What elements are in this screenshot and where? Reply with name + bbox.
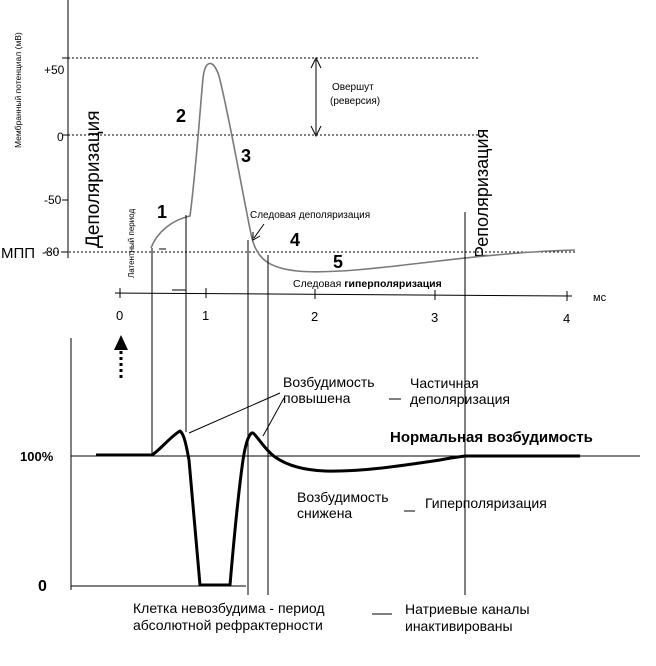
y-axis-title: Мембранный потенциал (мВ) — [13, 32, 23, 148]
time-tick-4: 4 — [563, 311, 570, 326]
tick-label-zero: 0 — [38, 578, 47, 595]
trace-depolarization-pointer — [253, 223, 265, 239]
mpp-label: МПП — [1, 245, 35, 262]
raised-pointer-left — [188, 392, 281, 434]
action-potential-curve — [150, 62, 576, 273]
trace-hyperpolarization-label: Следовая гиперполяризация — [293, 278, 442, 290]
latent-period-label: Латентный период — [127, 209, 136, 278]
overshoot-label: Овершут — [332, 82, 374, 93]
time-tick-3: 3 — [431, 310, 438, 325]
repolarization-title: Реполяризация — [472, 129, 492, 258]
phase-1: 1 — [157, 202, 167, 222]
phase-dividers — [151, 212, 466, 595]
time-unit: мс — [593, 292, 607, 304]
lowered-excitability-label-2: снижена — [297, 505, 352, 521]
phase-4: 4 — [290, 230, 300, 250]
phase-2: 2 — [176, 106, 186, 126]
stimulus-arrowhead — [114, 335, 128, 350]
phase-5: 5 — [333, 252, 343, 272]
partial-depolarization-label-2: деполяризация — [410, 391, 510, 407]
trace-depolarization-label: Следовая деполяризация — [250, 210, 370, 221]
normal-excitability-label: Нормальная возбудимость — [390, 429, 593, 446]
tick-label-minus50: -50 — [44, 193, 62, 207]
excitability-panel: 100% 0 Возбудимость повышена Частичная д… — [20, 338, 640, 634]
raised-excitability-label: Возбудимость — [283, 374, 375, 390]
tick-label-minus80: -80 — [42, 245, 60, 259]
time-tick-2: 2 — [311, 309, 318, 324]
raised-pointer-right — [262, 397, 285, 437]
time-tick-1: 1 — [202, 308, 209, 323]
time-axis — [114, 292, 573, 297]
refractory-label: Клетка невозбудима - период — [133, 600, 325, 616]
overshoot-label-reversion: (реверсия) — [330, 96, 380, 107]
lowered-excitability-label: Возбудимость — [297, 489, 389, 505]
phase-3: 3 — [241, 146, 251, 166]
tick-label-0: 0 — [57, 130, 64, 144]
raised-excitability-label-2: повышена — [283, 390, 351, 406]
refractory-label-2: абсолютной рефрактерности — [133, 617, 323, 633]
time-tick-0: 0 — [116, 308, 123, 323]
depolarization-title: Деполяризация — [83, 111, 104, 249]
excitability-curve — [96, 429, 580, 587]
trace-hyper-bold: гиперполяризация — [344, 278, 442, 290]
membrane-potential-panel: +50 0 -50 -80 МПП Мембранный потенциал (… — [1, 0, 607, 378]
partial-depolarization-label: Частичная — [410, 375, 479, 391]
sodium-channels-label-2: инактивированы — [405, 618, 513, 634]
trace-hyper-prefix: Следовая — [293, 278, 344, 290]
tick-label-100: 100% — [20, 449, 54, 464]
time-ticks — [119, 288, 568, 301]
sodium-channels-label: Натриевые каналы — [405, 601, 530, 617]
tick-label-plus50: +50 — [44, 63, 65, 77]
hyperpolarization-label: Гиперполяризация — [425, 495, 547, 511]
